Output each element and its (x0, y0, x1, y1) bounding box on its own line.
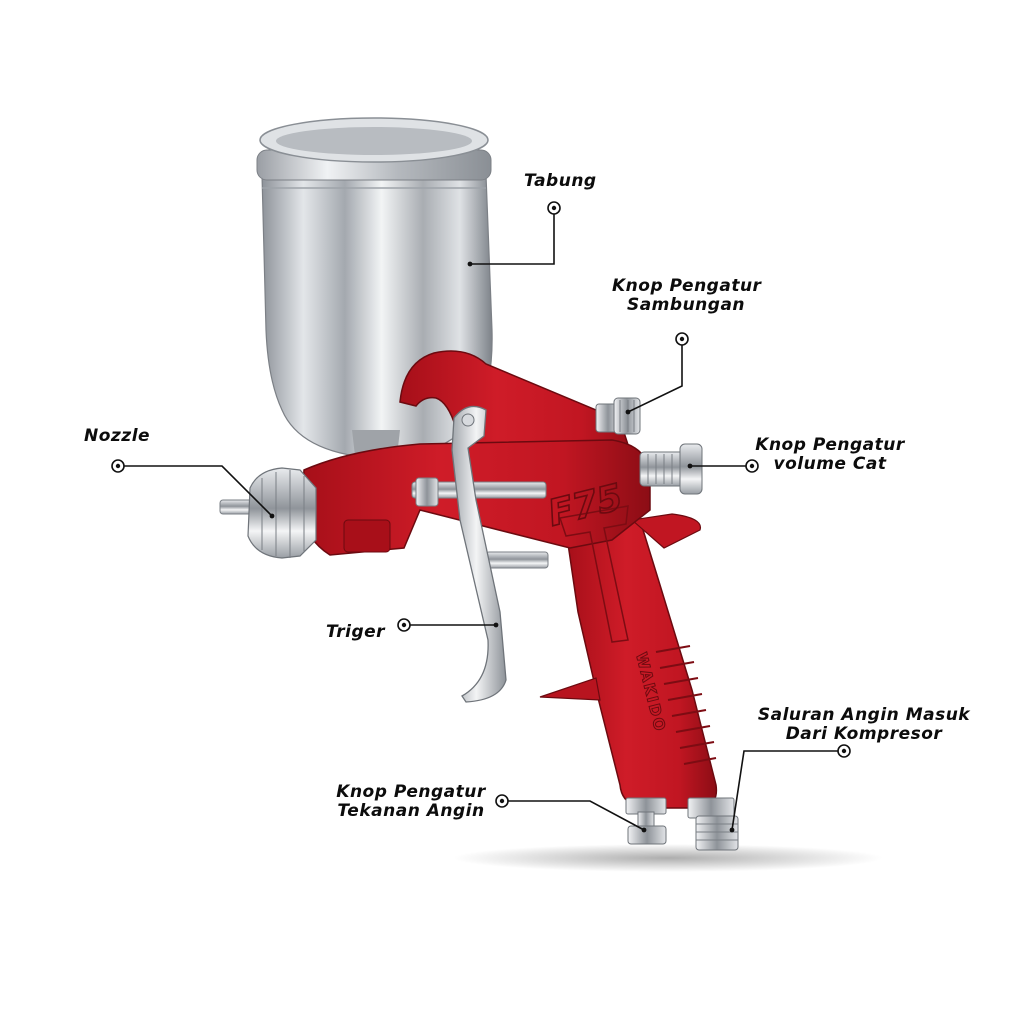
leader-saluran (731, 750, 844, 831)
joint-adjust-knob (595, 397, 641, 435)
label-tabung-text: Tabung (524, 171, 597, 191)
label-triger-text: Triger (326, 622, 386, 642)
label-knop-tekanan-line1: Knop Pengatur (336, 782, 486, 802)
label-knop-volume: Knop Pengatur volume Cat (754, 436, 906, 474)
leader-tabung (470, 210, 555, 265)
label-knop-tekanan: Knop Pengatur Tekanan Angin (336, 783, 486, 821)
needle-rod-lower (485, 551, 549, 569)
label-nozzle: Nozzle (84, 427, 150, 446)
paint-volume-knob (639, 443, 703, 495)
label-knop-volume-line2: volume Cat (773, 454, 887, 474)
label-saluran-line1: Saluran Angin Masuk (757, 705, 971, 725)
leader-nozzle (118, 465, 273, 517)
ground-shadow (453, 844, 883, 872)
label-knop-sambungan-line1: Knop Pengatur (612, 276, 762, 296)
label-tabung: Tabung (524, 172, 597, 191)
needle-rod-upper (411, 481, 547, 499)
label-knop-sambungan-line2: Sambungan (626, 295, 746, 315)
trigger-lever (451, 405, 507, 703)
label-knop-volume-line1: Knop Pengatur (755, 435, 905, 455)
label-saluran: Saluran Angin Masuk Dari Kompresor (754, 706, 974, 744)
label-triger: Triger (326, 623, 385, 642)
label-saluran-line2: Dari Kompresor (785, 724, 943, 744)
leader-knop-sambungan (627, 341, 683, 413)
air-pressure-knob (625, 797, 667, 845)
label-knop-tekanan-line2: Tekanan Angin (337, 801, 485, 821)
leader-knop-tekanan (502, 800, 645, 831)
label-knop-sambungan: Knop Pengatur Sambungan (612, 276, 762, 315)
nozzle-assembly (219, 467, 317, 559)
air-inlet-fitting (687, 797, 739, 851)
label-nozzle-text: Nozzle (84, 426, 151, 446)
